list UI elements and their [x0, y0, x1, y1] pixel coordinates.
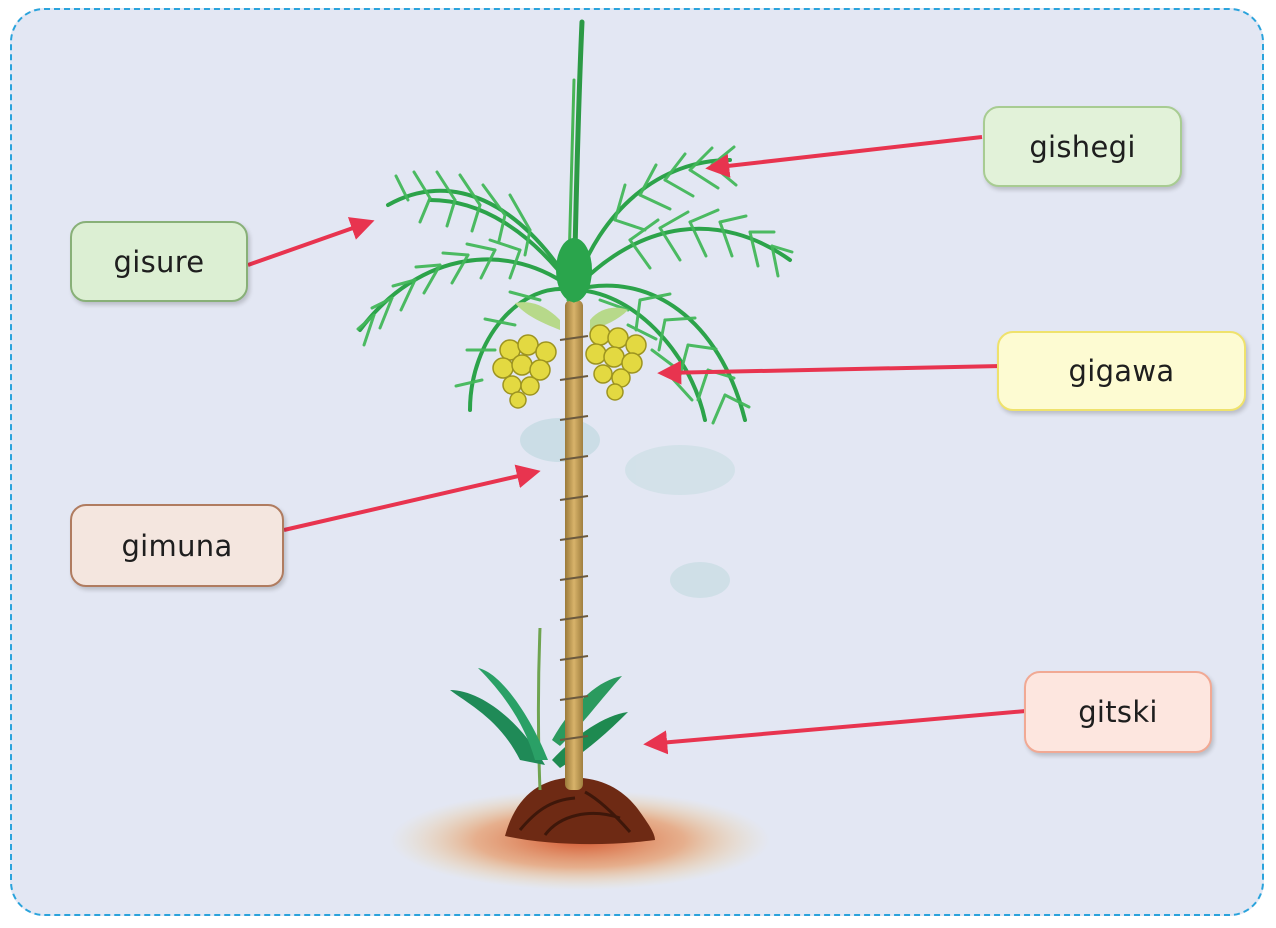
label-gishegi: gishegi: [983, 106, 1182, 187]
fronds: [356, 19, 794, 425]
label-gimuna: gimuna: [70, 504, 284, 587]
arrow-gishegi: [705, 135, 983, 178]
label-gigawa: gigawa: [997, 331, 1246, 411]
label-gisure: gisure: [70, 221, 248, 302]
trunk: [559, 300, 589, 790]
arrow-gimuna: [283, 464, 541, 532]
arrow-gisure: [247, 217, 375, 267]
pointer-arrows: [247, 135, 1027, 755]
arrow-gitski: [643, 709, 1027, 755]
seedling: [450, 627, 628, 791]
arrow-gigawa: [657, 360, 1003, 385]
ground: [390, 777, 770, 890]
fruit-bunches: [492, 302, 647, 409]
background-smudges: [520, 418, 735, 598]
label-gitski: gitski: [1024, 671, 1212, 753]
